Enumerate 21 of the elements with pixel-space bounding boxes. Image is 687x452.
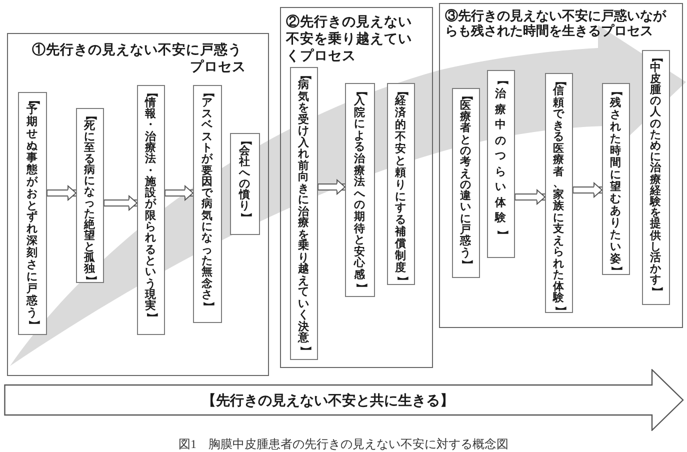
figure-caption: 図1 胸膜中皮腫患者の先行きの見えない不安に対する概念図 bbox=[178, 437, 510, 451]
process-panel bbox=[7, 33, 269, 376]
concept-box: 【アスベストが要因で病気になった無念さ】 bbox=[192, 84, 222, 322]
concept-box: 【会社への憤り】 bbox=[230, 132, 260, 234]
concept-box: 【経済的不安と頼りにする補償制度】 bbox=[386, 82, 414, 284]
panel-heading: ①先行きの見えない不安に戸惑うプロセス bbox=[32, 41, 246, 75]
concept-box: 【信頼できる医療者、家族に支えられた体験】 bbox=[544, 72, 572, 312]
process-panel bbox=[439, 3, 683, 328]
concept-box: 【残された時間に望むありたい姿】 bbox=[602, 82, 630, 274]
concept-box: 【死に至る病になった絶望と孤独】 bbox=[76, 108, 104, 282]
block-arrow: 【先行きの見えない不安と共に生きる】 bbox=[4, 369, 684, 431]
concept-box: 【予期せぬ事態がおとずれ深刻さに戸惑う】 bbox=[18, 92, 46, 334]
process-panel bbox=[280, 7, 433, 368]
concept-box: 【中皮腫の人のために治療経験を提供し活かす】 bbox=[642, 50, 670, 304]
panel-heading: ③先行きの見えない不安に戸惑いながらも残された時間を生きるプロセス bbox=[445, 8, 668, 38]
concept-box: 【治療中のつらい体験】 bbox=[486, 70, 514, 258]
concept-box: 【入院による治療法への期待と安心感】 bbox=[344, 82, 374, 296]
concept-box: 【医療者との考えの違いに戸惑う】 bbox=[452, 88, 480, 278]
concept-box: 【病気を受け入れ前向きに治療を乗り越えていく決意】 bbox=[290, 66, 318, 360]
concept-box: 【情報・治療法・施設が限られるという現実】 bbox=[136, 84, 164, 334]
panel-heading: ②先行きの見えない不安を乗り越えていくプロセス bbox=[286, 13, 413, 64]
